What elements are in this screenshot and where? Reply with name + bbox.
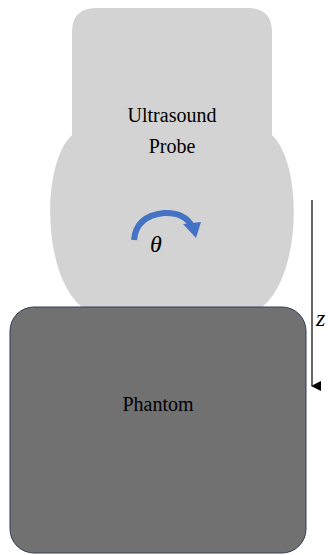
rotation-arrow bbox=[134, 213, 192, 240]
phantom-box: Phantom bbox=[10, 307, 306, 553]
node-label: Ultrasound Probe bbox=[116, 100, 228, 162]
rotation-angle: θ bbox=[150, 232, 162, 256]
axis-label: z bbox=[316, 306, 325, 330]
phantom-body bbox=[10, 307, 306, 553]
probe-outline bbox=[50, 8, 294, 310]
rotation-arrowhead bbox=[183, 222, 201, 238]
probe-body: Ultrasound Probe bbox=[52, 8, 292, 308]
node-label: Phantom bbox=[38, 389, 278, 420]
z-axis-arrow bbox=[311, 200, 312, 386]
